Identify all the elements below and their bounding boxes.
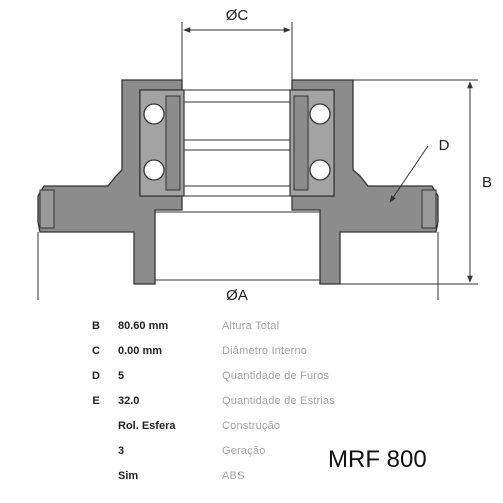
dimension-c-label: ØC (226, 7, 249, 24)
spec-code: E (92, 395, 100, 407)
ball-lower-left (143, 159, 165, 181)
spec-label: Quantidade de Furos (222, 370, 330, 382)
spec-label: Diâmetro Interno (222, 345, 308, 357)
spec-value: 0.00 mm (118, 345, 163, 357)
ball-upper-right (309, 103, 331, 125)
flange-right-face (421, 189, 437, 229)
dimension-c (181, 22, 293, 80)
hub-bearing-drawing: ØC ØA B D (37, 7, 492, 300)
spec-value: 32.0 (118, 395, 140, 407)
dimension-a (37, 232, 439, 300)
bearing-left (139, 89, 185, 197)
dimension-a-label: ØA (226, 287, 248, 300)
dimension-b (340, 79, 478, 285)
dimension-d-label: D (439, 137, 450, 154)
ball-lower-right (309, 159, 331, 181)
spec-label: ABS (222, 470, 245, 482)
spec-code: C (92, 345, 100, 357)
model-name: MRF 800 (328, 446, 427, 473)
ball-upper-left (143, 103, 165, 125)
spec-row: Rol. Esfera Construção (0, 416, 503, 436)
spec-label: Altura Total (222, 320, 280, 332)
spec-row: E 32.0 Quantidade de Estrias (0, 391, 503, 411)
dimension-b-label: B (482, 174, 492, 191)
spec-row: Sim ABS (0, 466, 503, 486)
spec-code: D (92, 370, 100, 382)
flange-left-face (39, 189, 55, 229)
spec-value: Rol. Esfera (118, 420, 176, 432)
spec-value: 80.60 mm (118, 320, 169, 332)
spec-value: 5 (118, 370, 125, 382)
spec-label: Construção (222, 420, 281, 432)
bearing-right (289, 89, 335, 197)
spec-value: Sim (118, 470, 139, 482)
spec-label: Quantidade de Estrias (222, 395, 336, 407)
spec-row: C 0.00 mm Diâmetro Interno (0, 341, 503, 361)
spec-row: D 5 Quantidade de Furos (0, 366, 503, 386)
spec-code: B (92, 320, 100, 332)
spec-label: Geração (222, 445, 266, 457)
spec-value: 3 (118, 445, 125, 457)
spec-row: 3 Geração (0, 441, 503, 461)
dimension-d-leader (389, 145, 429, 203)
spec-row: B 80.60 mm Altura Total (0, 316, 503, 336)
